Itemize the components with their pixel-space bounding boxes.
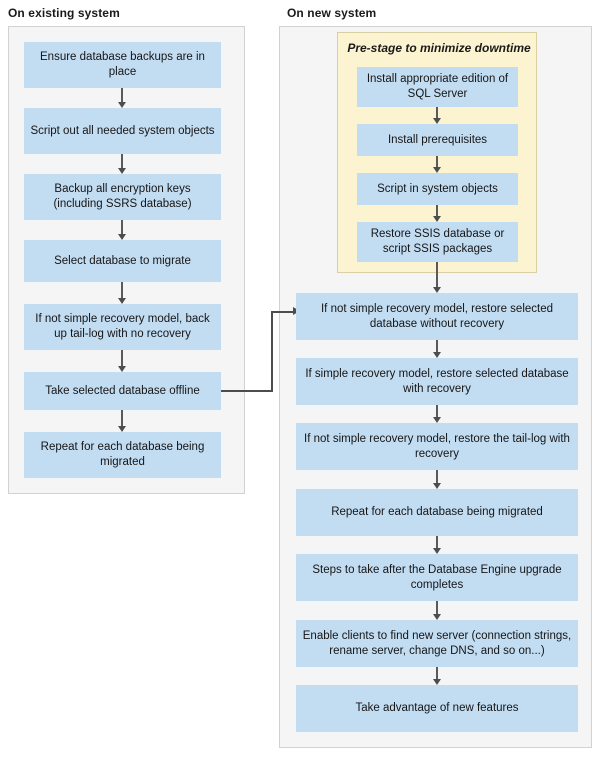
arrow-icon-new-2-3 [431,405,443,423]
connector-existing-to-new [221,300,301,394]
flow-node-prestage-4[interactable]: Restore SSIS database or script SSIS pac… [357,222,518,262]
arrow-icon-new-6-7 [431,667,443,685]
flow-node-existing-1[interactable]: Ensure database backups are in place [24,42,221,88]
column-heading-new-system: On new system [287,6,377,20]
arrow-icon-existing-3-4 [116,220,128,240]
arrow-icon-new-5-6 [431,601,443,620]
flow-node-new-2[interactable]: If simple recovery model, restore select… [296,358,578,405]
flow-node-new-7[interactable]: Take advantage of new features [296,685,578,732]
prestage-group-title: Pre-stage to minimize downtime [347,41,531,55]
arrow-icon-new-4-5 [431,536,443,554]
arrow-icon-existing-5-6 [116,350,128,372]
flow-node-prestage-2[interactable]: Install prerequisites [357,124,518,156]
flow-node-new-6[interactable]: Enable clients to find new server (conne… [296,620,578,667]
flow-node-existing-6[interactable]: Take selected database offline [24,372,221,410]
arrow-icon-existing-6-7 [116,410,128,432]
flow-node-prestage-3[interactable]: Script in system objects [357,173,518,205]
flow-node-new-1[interactable]: If not simple recovery model, restore se… [296,293,578,340]
arrow-icon-prestage-3-4 [431,205,443,222]
arrow-icon-prestage-2-3 [431,156,443,173]
flow-node-existing-3[interactable]: Backup all encryption keys (including SS… [24,174,221,220]
arrow-icon-existing-1-2 [116,88,128,108]
arrow-icon-existing-4-5 [116,282,128,304]
flow-node-existing-5[interactable]: If not simple recovery model, back up ta… [24,304,221,350]
flow-node-new-3[interactable]: If not simple recovery model, restore th… [296,423,578,470]
flow-node-existing-4[interactable]: Select database to migrate [24,240,221,282]
column-heading-existing-system: On existing system [8,6,120,20]
flow-node-existing-2[interactable]: Script out all needed system objects [24,108,221,154]
arrow-icon-new-3-4 [431,470,443,489]
arrow-icon-existing-2-3 [116,154,128,174]
arrow-icon-new-1-2 [431,340,443,358]
arrow-icon-prestage-to-new-1 [431,262,443,293]
arrow-icon-prestage-1-2 [431,107,443,124]
flow-node-new-5[interactable]: Steps to take after the Database Engine … [296,554,578,601]
flow-node-new-4[interactable]: Repeat for each database being migrated [296,489,578,536]
flow-node-prestage-1[interactable]: Install appropriate edition of SQL Serve… [357,67,518,107]
flow-node-existing-7[interactable]: Repeat for each database being migrated [24,432,221,478]
